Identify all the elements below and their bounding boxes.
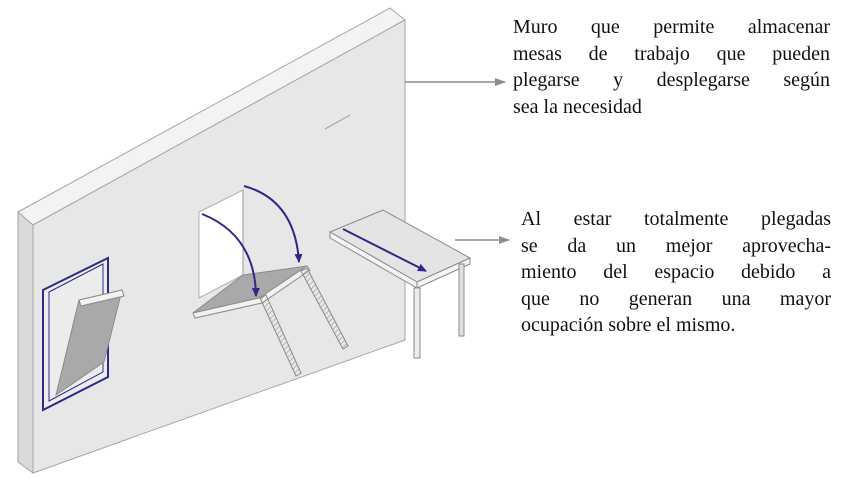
folded-table-left	[42, 256, 125, 412]
annotation-line: Al estar totalmente plegadas	[521, 208, 831, 230]
wall-seam-line	[324, 114, 351, 130]
annotation-line: se da un mejor aprovecha-	[521, 234, 831, 257]
fold-motion-arrow-left	[201, 213, 260, 297]
annotation-line: miento del espacio debido a	[521, 261, 831, 283]
annotation-line: Muro que permite almacenar	[513, 16, 830, 38]
deployed-table-side-edge	[416, 257, 471, 289]
wall-storage-annotation: Muro que permite almacenar mesas de trab…	[513, 14, 830, 120]
wall-recess-inner	[48, 263, 104, 402]
annotation-line: ocupación sobre el mismo.	[521, 314, 736, 336]
deploy-direction-arrow	[342, 228, 427, 272]
annotation-line: que no generan una mayor	[521, 287, 831, 310]
table-leg-front	[413, 287, 421, 359]
wall-side-face	[17, 210, 34, 474]
tilted-table-edge	[78, 289, 125, 307]
folding-legs	[259, 267, 349, 377]
folded-space-annotation: Al estar totalmente plegadas se da un me…	[521, 206, 831, 339]
annotation-line: sea la necesidad	[513, 95, 642, 118]
unfolding-table-edge	[192, 265, 311, 319]
deployed-table	[328, 209, 472, 359]
unfolding-table	[192, 185, 349, 377]
table-leg-back	[458, 263, 465, 337]
folding-leg-right	[300, 267, 349, 350]
folding-leg-left	[259, 294, 302, 377]
fold-motion-arrow-right	[243, 185, 303, 263]
annotation-line: plegarse y desplegarse según	[513, 69, 830, 91]
annotation-line: mesas de trabajo que pueden	[513, 42, 830, 65]
